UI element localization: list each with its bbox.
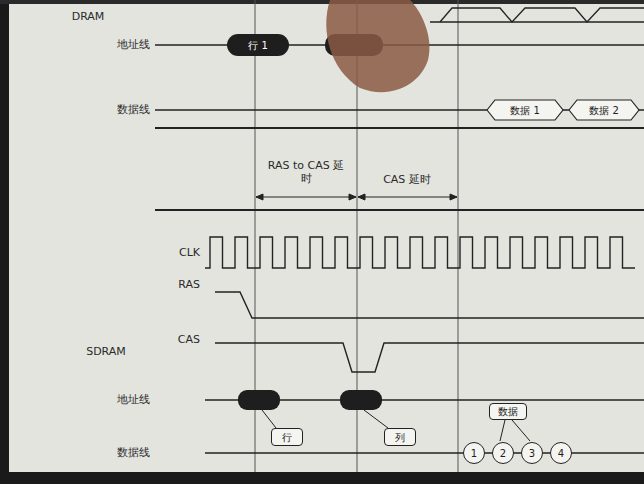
- node-text: 数据: [498, 406, 518, 417]
- photo-edge: [0, 0, 9, 484]
- data-beat: 4: [550, 442, 572, 464]
- waveforms: [205, 237, 644, 372]
- node-text: 4: [558, 448, 564, 459]
- delay-label: CAS 延时: [365, 174, 449, 187]
- node-text: 行 1: [248, 40, 268, 51]
- chip-name: SDRAM: [86, 346, 126, 359]
- signal-name: 数据线: [117, 447, 150, 460]
- delay-label: RAS to CAS 延时: [264, 160, 348, 185]
- node-text: 行: [282, 432, 292, 443]
- dram-top-signal: [430, 8, 644, 22]
- data-beat: 3: [521, 442, 543, 464]
- data-block: 数据 2: [569, 100, 639, 120]
- address-block: [340, 390, 382, 410]
- ras-wave: [215, 292, 644, 318]
- node-text: 数据 1: [510, 105, 540, 116]
- data-block: 数据 1: [487, 100, 563, 120]
- node-text: 数据 2: [589, 105, 619, 116]
- photo-edge: [0, 472, 644, 484]
- node-text: 2: [500, 448, 506, 459]
- bus-lines: [155, 45, 644, 453]
- signal-name: CLK: [179, 247, 200, 260]
- address-block: [238, 390, 280, 410]
- data-beat: 2: [492, 442, 514, 464]
- callout-box: 行: [271, 428, 303, 446]
- address-block: 行 1: [227, 34, 289, 56]
- signal-name: CAS: [178, 334, 200, 347]
- signal-name: 数据线: [117, 104, 150, 117]
- photo-edge: [0, 0, 644, 4]
- node-text: 列: [395, 432, 405, 443]
- signal-name: 地址线: [117, 394, 150, 407]
- signal-name: 地址线: [117, 39, 150, 52]
- signal-name: RAS: [178, 279, 200, 292]
- callout-box: 列: [384, 428, 416, 446]
- clock-wave: [205, 237, 635, 268]
- node-text: 1: [471, 448, 477, 459]
- chip-name: DRAM: [72, 11, 105, 24]
- data-beat: 1: [463, 442, 485, 464]
- node-text: 3: [529, 448, 535, 459]
- finger: [326, 0, 429, 92]
- delay-brackets: [256, 194, 457, 200]
- cas-wave: [215, 343, 644, 372]
- callout-box: 数据: [489, 403, 527, 420]
- guide-lines: [255, 0, 458, 472]
